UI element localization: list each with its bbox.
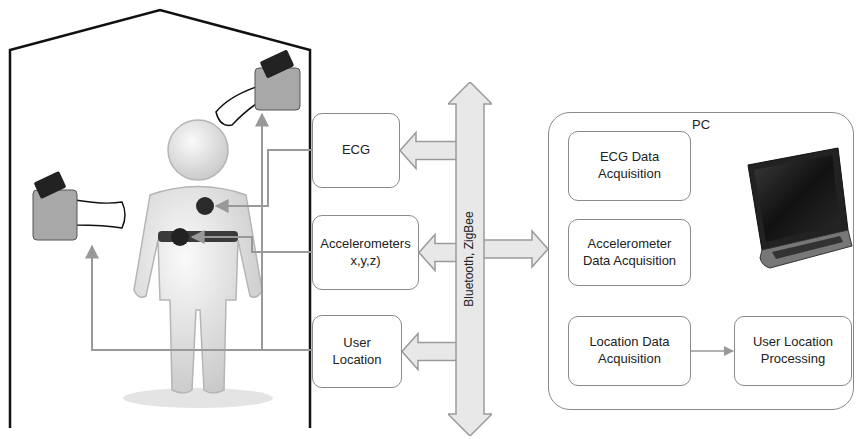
sensor-wire bbox=[92, 114, 312, 350]
box-label: ECG bbox=[342, 142, 370, 159]
box-label: Location Data Acquisition bbox=[575, 334, 684, 368]
flow-arrow bbox=[691, 350, 733, 352]
process-box: User Location Processing bbox=[734, 316, 852, 386]
laptop-icon bbox=[748, 148, 852, 268]
wireless-band: Bluetooth, ZigBee bbox=[448, 82, 492, 436]
process-box: ECG Data Acquisition bbox=[568, 131, 691, 201]
box-label: User Location bbox=[319, 335, 395, 369]
person-figure bbox=[123, 120, 273, 408]
box-label: Accelerometers x,y,z) bbox=[319, 236, 412, 270]
device-box: Accelerometers x,y,z) bbox=[312, 215, 419, 290]
process-box: Accelerometer Data Acquisition bbox=[568, 219, 691, 286]
location-sensor bbox=[216, 50, 300, 126]
device-box: User Location bbox=[312, 315, 402, 388]
band-label: Bluetooth, ZigBee bbox=[462, 211, 478, 306]
process-box: Location Data Acquisition bbox=[568, 316, 691, 386]
device-box: ECG bbox=[312, 113, 400, 188]
pc-group: PCECG Data AcquisitionAccelerometer Data… bbox=[548, 112, 854, 410]
house-outline bbox=[10, 10, 310, 428]
box-label: User Location Processing bbox=[741, 334, 845, 368]
location-sensor bbox=[33, 171, 125, 240]
box-label: Accelerometer Data Acquisition bbox=[575, 236, 684, 270]
box-label: ECG Data Acquisition bbox=[575, 149, 684, 183]
